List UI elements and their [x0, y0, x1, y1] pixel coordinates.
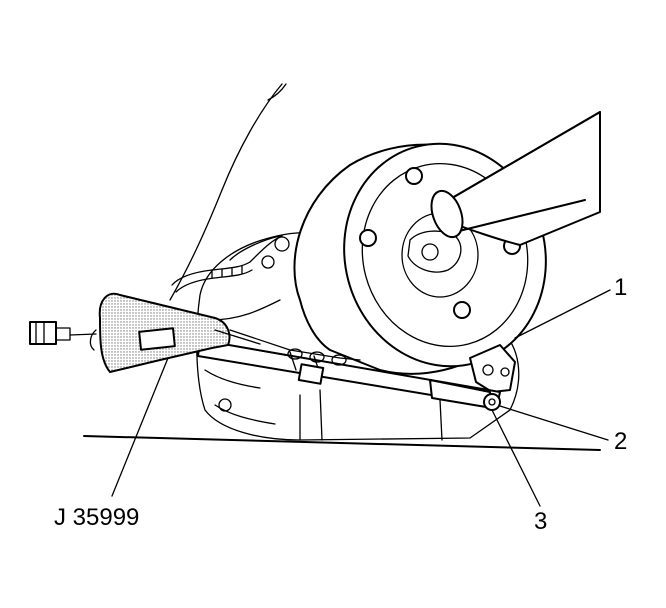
- leader-line-2: [499, 405, 609, 441]
- callout-3: 3: [534, 508, 548, 535]
- vehicle-body-curve: [267, 83, 287, 101]
- callout-tool-j35999: J 35999: [54, 504, 140, 531]
- leader-line-3: [491, 409, 541, 507]
- mount-bracket: [469, 344, 516, 393]
- tool-plug-connector: [29, 321, 71, 345]
- propeller-shaft: [430, 111, 601, 246]
- callout-1: 1: [614, 274, 628, 301]
- vehicle-body-outline: [169, 83, 283, 301]
- shift-lever: [429, 379, 501, 411]
- tool-display-window: [138, 327, 176, 351]
- wiring-harness: [171, 235, 283, 293]
- leader-line-tool: [111, 357, 169, 497]
- tool-j35999: [69, 292, 291, 374]
- ground-line: [83, 435, 601, 451]
- leader-line-1: [514, 289, 611, 339]
- callout-2: 2: [614, 428, 628, 455]
- flange-bolt-left: [359, 229, 377, 247]
- flange-bolt-bottom: [453, 301, 471, 319]
- flange-bolt-top: [405, 167, 423, 185]
